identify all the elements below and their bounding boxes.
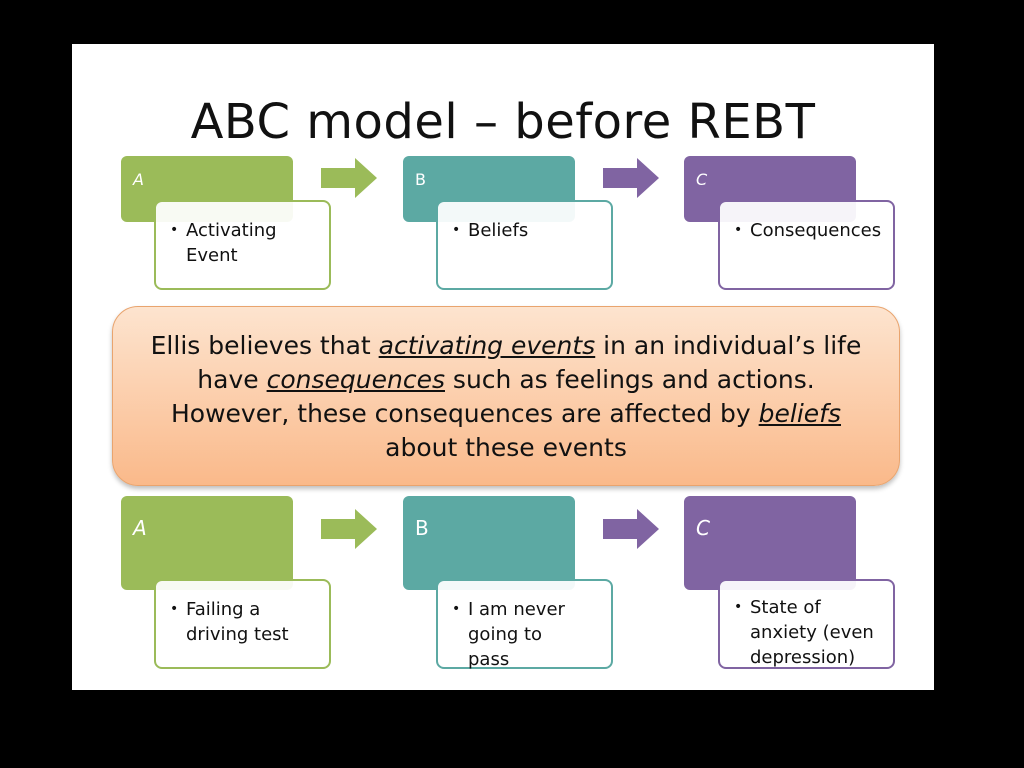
emphasis-activating-events: activating events: [378, 331, 596, 360]
label-c: C: [696, 516, 710, 540]
item-text: I am never going to pass: [452, 597, 588, 672]
callout-line-3: However, these consequences are affected…: [171, 399, 841, 428]
explanation-callout: Ellis believes that activating events in…: [112, 306, 900, 486]
header-c-bottom: C: [684, 496, 856, 590]
arrow-right-icon: [603, 158, 659, 198]
label-a: A: [133, 516, 147, 540]
slide-title: ABC model – before REBT: [190, 94, 816, 150]
arrow-right-icon: [321, 158, 377, 198]
emphasis-consequences: consequences: [266, 365, 445, 394]
callout-line-2: have consequences such as feelings and a…: [197, 365, 815, 394]
arrow-right-icon: [321, 509, 377, 549]
header-b-bottom: B: [403, 496, 575, 590]
item-text: Activating Event: [170, 218, 296, 268]
box-anxiety: State of anxiety (even depression): [718, 579, 895, 669]
header-a-bottom: A: [121, 496, 293, 590]
arrow-right-icon: [603, 509, 659, 549]
item-text: Consequences: [734, 218, 887, 243]
label-b: B: [415, 170, 426, 189]
box-failing-test: Failing a driving test: [154, 579, 331, 669]
box-activating-event: Activating Event: [154, 200, 331, 290]
item-text: Failing a driving test: [170, 597, 306, 647]
label-c: C: [696, 170, 708, 189]
item-text: Beliefs: [452, 218, 605, 243]
item-text: State of anxiety (even depression): [734, 595, 885, 670]
label-b: B: [415, 516, 429, 540]
label-a: A: [133, 170, 144, 189]
box-beliefs: Beliefs: [436, 200, 613, 290]
emphasis-beliefs: beliefs: [758, 399, 841, 428]
box-consequences: Consequences: [718, 200, 895, 290]
callout-line-4: about these events: [385, 433, 627, 462]
box-never-pass: I am never going to pass: [436, 579, 613, 672]
callout-line-1: Ellis believes that activating events in…: [150, 331, 862, 360]
slide: ABC model – before REBT A Activating Eve…: [72, 44, 934, 690]
